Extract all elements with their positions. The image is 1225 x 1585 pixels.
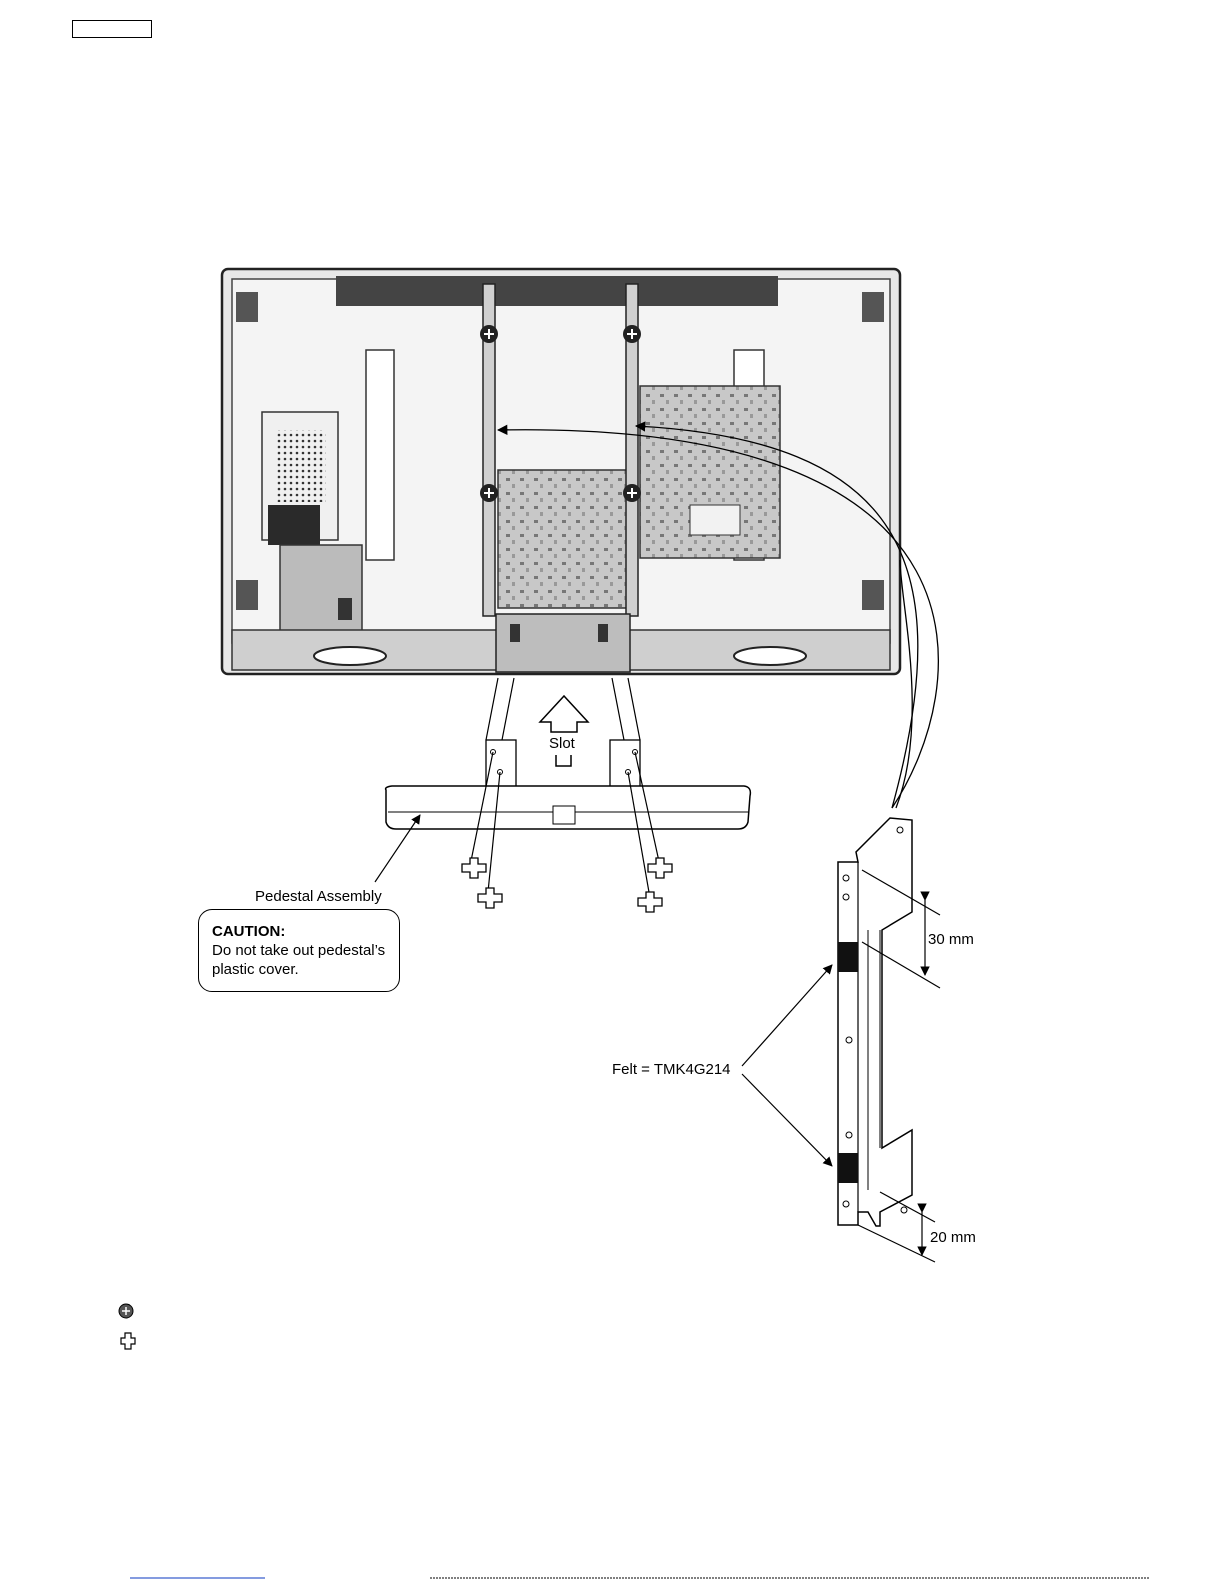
caution-title: CAUTION: bbox=[212, 922, 399, 941]
screw-outline-1-icon bbox=[462, 858, 486, 878]
legend-screw-outline-icon bbox=[121, 1333, 135, 1349]
legend-screw-dark-icon bbox=[119, 1304, 133, 1318]
caution-line-2: plastic cover. bbox=[212, 960, 399, 979]
felt-bottom bbox=[838, 1153, 858, 1183]
caution-line-1: Do not take out pedestal’s bbox=[212, 941, 399, 960]
felt-label: Felt = TMK4G214 bbox=[612, 1061, 731, 1078]
screw-dark-mid-right-icon bbox=[623, 484, 641, 502]
screw-dark-top-right-icon bbox=[623, 325, 641, 343]
screw-dark-top-left-icon bbox=[480, 325, 498, 343]
slot-arrow-icon bbox=[540, 696, 588, 732]
caution-note: CAUTION: Do not take out pedestal’s plas… bbox=[198, 909, 400, 992]
dimension-20mm-label: 20 mm bbox=[930, 1229, 976, 1246]
center-circuit-board bbox=[498, 470, 630, 608]
dimension-30mm-label: 30 mm bbox=[928, 931, 974, 948]
pedestal-assembly-label: Pedestal Assembly bbox=[255, 888, 382, 905]
felt-top bbox=[838, 942, 858, 972]
screw-outline-2-icon bbox=[478, 888, 502, 908]
screw-outline-4-icon bbox=[638, 892, 662, 912]
screw-dark-mid-left-icon bbox=[480, 484, 498, 502]
tv-rear-view bbox=[222, 269, 900, 674]
pedestal-assembly bbox=[386, 740, 751, 829]
pedestal-slot-plate bbox=[496, 614, 630, 672]
slot-label: Slot bbox=[549, 735, 575, 752]
bracket-detail bbox=[838, 818, 912, 1226]
screw-outline-3-icon bbox=[648, 858, 672, 878]
